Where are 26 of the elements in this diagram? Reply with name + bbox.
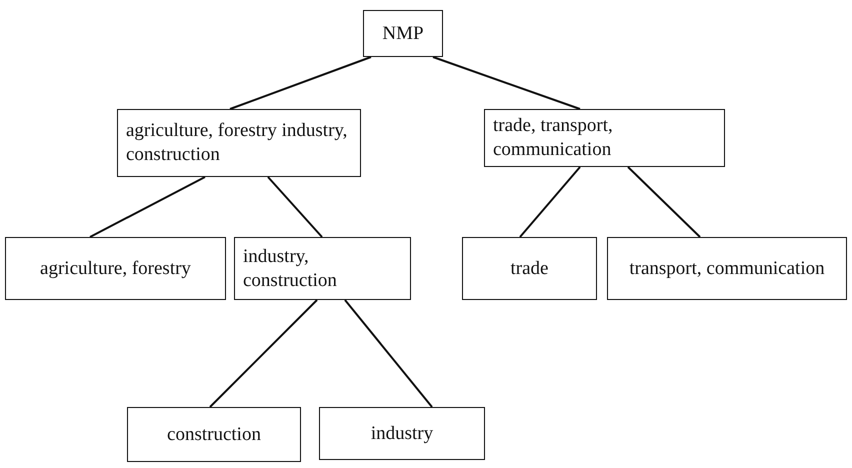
connector-line xyxy=(432,56,580,110)
category-box xyxy=(607,237,847,300)
category-box xyxy=(117,109,361,177)
category-box xyxy=(127,407,301,462)
category-label: trade, transport, communication xyxy=(493,114,614,162)
category-label: transport, communication xyxy=(629,256,825,280)
category-box xyxy=(462,237,597,300)
category-label: agriculture, forestry industry, construction xyxy=(126,119,348,167)
connector-line xyxy=(627,166,701,238)
connector-line xyxy=(230,56,372,110)
category-box xyxy=(5,237,226,300)
category-box xyxy=(234,237,411,300)
category-box xyxy=(484,109,725,167)
category-label: agriculture, forestry xyxy=(40,256,191,280)
connector-line xyxy=(344,299,433,408)
category-box xyxy=(363,10,443,57)
category-label: industry xyxy=(370,422,434,446)
category-box xyxy=(319,407,485,460)
category-label: trade xyxy=(510,256,548,280)
category-label: NMP xyxy=(382,22,424,46)
connector-line xyxy=(519,166,581,238)
category-label: construction xyxy=(167,422,261,446)
connector-line xyxy=(90,176,206,238)
connector-line xyxy=(267,176,323,238)
category-label: industry, construction xyxy=(243,244,338,292)
connector-line xyxy=(209,299,318,408)
